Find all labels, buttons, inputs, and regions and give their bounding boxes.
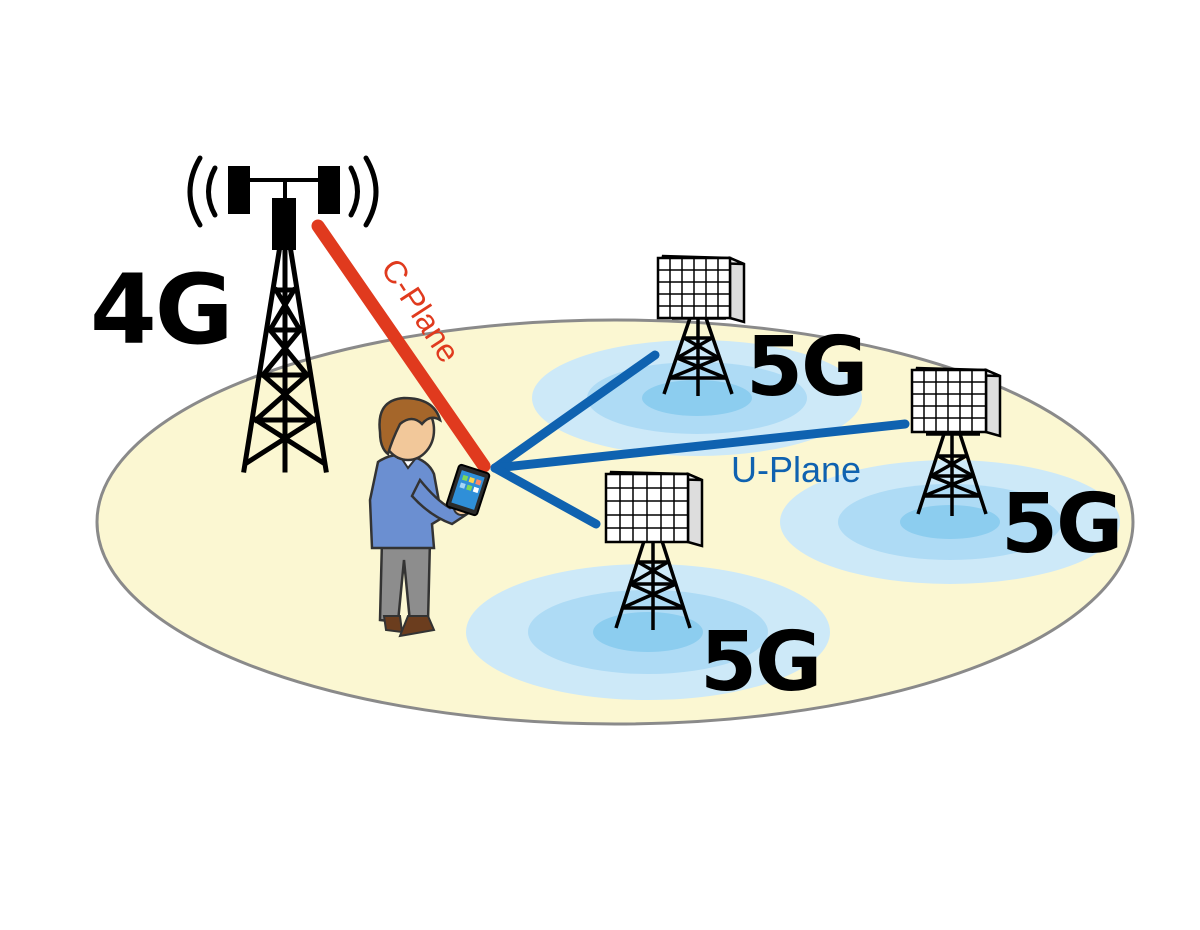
label-u-plane: U-Plane [731, 449, 861, 490]
c-plane-link [311, 219, 491, 473]
coverage-zone-top [532, 340, 862, 456]
tower-5g-right [910, 366, 1002, 516]
tower-4g [187, 155, 379, 473]
tower-5g-top [656, 254, 746, 396]
antenna-panel-icon [910, 366, 1002, 438]
antenna-panel-icon [604, 470, 704, 548]
coverage-zone-bottom [466, 564, 830, 700]
label-5g-bottom: 5G [700, 615, 820, 710]
person-with-tablet [368, 396, 491, 638]
tower-5g-bottom [604, 470, 704, 630]
label-4g: 4G [90, 254, 232, 366]
u-plane-links [490, 350, 910, 529]
label-5g-top: 5G [746, 320, 866, 415]
antenna-panel-icon [656, 254, 746, 324]
radio-waves-icon [187, 155, 379, 228]
coverage-zone-right [780, 460, 1120, 584]
label-5g-right: 5G [1001, 477, 1121, 572]
